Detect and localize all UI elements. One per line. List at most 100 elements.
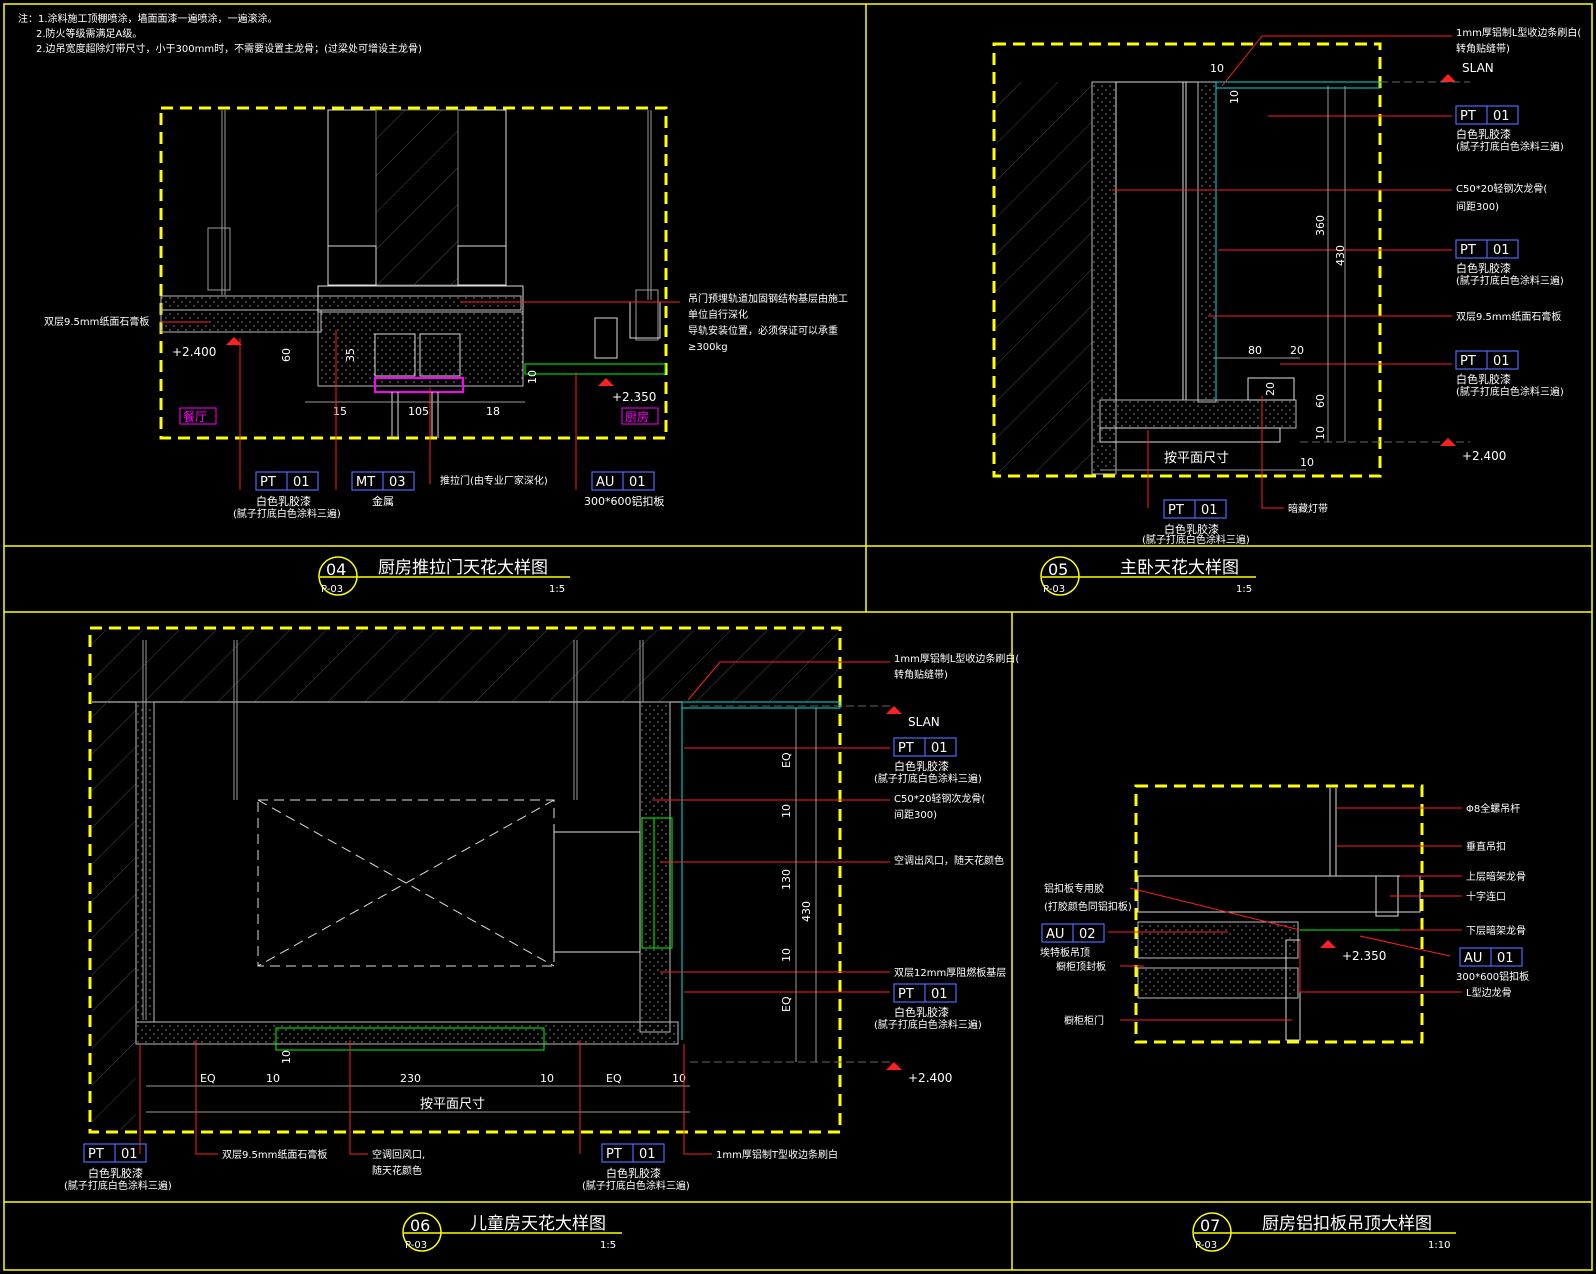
d07-door: 橱柜柜门 — [1064, 1014, 1104, 1027]
d06-keel: 间距300) — [894, 808, 937, 821]
d06-b1-l2: (腻子打底白色涂料三遍) — [64, 1179, 172, 1192]
d07-glue: 铝扣板专用胶 — [1044, 882, 1104, 895]
d06-tag-b-code: PT — [898, 987, 914, 1002]
d05-top-note: 1mm厚铝制L型收边条刷白( — [1456, 26, 1581, 39]
d06-tag-a-code: PT — [898, 741, 914, 756]
detail-07: Φ8全螺吊杆 垂直吊扣 上层暗架龙骨 十字连口 下层暗架龙骨 铝扣板专用胶 (打… — [1040, 784, 1529, 1252]
d07-lkeel: L型边龙骨 — [1466, 986, 1512, 999]
detail-04: 双层9.5mm纸面石膏板 吊门预埋轨道加固钢结构基层由施工 单位自行深化 导轨安… — [44, 106, 848, 596]
d06-dim-v: EQ — [780, 996, 793, 1012]
d06-b2-l1: 白色乳胶漆 — [606, 1166, 661, 1180]
d06-b2-no: 01 — [639, 1147, 656, 1162]
d06-b2-l2: (腻子打底白色涂料三遍) — [582, 1179, 690, 1192]
d05-board: 双层9.5mm纸面石膏板 — [1456, 310, 1561, 323]
d06-top-note: 1mm厚铝制L型收边条刷白( — [894, 652, 1019, 665]
d05-dim: 10 — [1210, 62, 1224, 75]
d04-tag3-l1: 推拉门(由专业厂家深化) — [440, 474, 548, 487]
d06-dim-h: 10 — [280, 1050, 293, 1064]
d05-tag-l2: (腻子打底白色涂料三遍) — [1456, 274, 1564, 287]
d04-tag2-l1: 金属 — [372, 494, 394, 508]
d04-level-1: +2.400 — [172, 345, 216, 359]
d04-dim: 60 — [280, 348, 293, 362]
detail-04-boundary — [159, 106, 668, 440]
d05-tag-l1: 白色乳胶漆 — [1456, 372, 1511, 386]
d04-dim: 35 — [344, 348, 357, 362]
d06-b2-code: PT — [606, 1147, 622, 1162]
d04-tag1-l1: 白色乳胶漆 — [256, 494, 311, 508]
d04-title: 厨房推拉门天花大样图 — [378, 558, 548, 578]
d07-au1-code: AU — [1464, 951, 1482, 966]
d06-slan: SLAN — [908, 715, 940, 729]
d05-dim: 10 — [1314, 426, 1327, 440]
d05-dim: 60 — [1314, 394, 1327, 408]
detail-05: 1mm厚铝制L型收边条刷白( 转角贴缝带) SLAN PT 01 白色乳胶漆 (… — [992, 26, 1581, 596]
d05-bottom-tag-code: PT — [1168, 503, 1184, 518]
d04-dim: 10 — [526, 370, 539, 384]
d04-tag2-no: 03 — [389, 475, 406, 490]
d05-tag-l2: (腻子打底白色涂料三遍) — [1456, 140, 1564, 153]
d06-fire: 双层12mm厚阻燃板基层 — [894, 966, 1006, 979]
d07-au1-no: 01 — [1497, 951, 1514, 966]
d07-glue: (打胶颜色同铝扣板) — [1044, 900, 1132, 913]
d07-right: 十字连口 — [1466, 890, 1506, 903]
d06-b1-code: PT — [88, 1147, 104, 1162]
d05-top-note: 转角贴缝带) — [1456, 42, 1510, 55]
note-line: 2.防火等级需满足A级。 — [36, 27, 142, 40]
d05-tag-l1: 白色乳胶漆 — [1456, 261, 1511, 275]
d06-scale: 1:5 — [600, 1240, 616, 1251]
d06-dim-v: 10 — [780, 804, 793, 818]
d05-dim: 20 — [1264, 382, 1277, 396]
d07-right: 下层暗架龙骨 — [1466, 924, 1526, 937]
d05-light: 暗藏灯带 — [1288, 502, 1328, 515]
d04-sheet: P-03 — [321, 584, 343, 595]
d04-tag4-l1: 300*600铝扣板 — [584, 494, 665, 508]
d05-bottom-tag-no: 01 — [1201, 503, 1218, 518]
d06-tag-a-l2: (腻子打底白色涂料三遍) — [874, 772, 982, 785]
d04-room-left: 餐厅 — [183, 409, 207, 424]
d04-note: 单位自行深化 — [688, 308, 748, 321]
d06-dim-v: 130 — [780, 869, 793, 890]
d07-title: 厨房铝扣板吊顶大样图 — [1262, 1214, 1432, 1234]
d07-number: 07 — [1200, 1216, 1220, 1235]
d05-keel: 间距300) — [1456, 200, 1499, 213]
d06-dim-h: EQ — [200, 1072, 216, 1085]
d04-dim: 18 — [486, 405, 500, 418]
d07-scale: 1:10 — [1428, 1240, 1450, 1251]
d07-au2-no: 02 — [1079, 927, 1096, 942]
d05-sheet: P-03 — [1043, 584, 1065, 595]
d05-plan-size: 按平面尺寸 — [1164, 451, 1229, 466]
d06-tag-b-l2: (腻子打底白色涂料三遍) — [874, 1018, 982, 1031]
detail-05-boundary — [992, 42, 1382, 478]
d07-au2-code: AU — [1046, 927, 1064, 942]
d07-level: +2.350 — [1342, 949, 1386, 963]
d06-dim-v: 10 — [780, 948, 793, 962]
note-line: 2.边吊宽度超除灯带尺寸，小于300mm时，不需要设置主龙骨；(过梁处可增设主龙… — [36, 42, 422, 55]
d04-tag2-code: MT — [356, 475, 375, 490]
d04-note: 导轨安装位置，必须保证可以承重 — [688, 324, 838, 337]
detail-07-boundary — [1134, 784, 1424, 1044]
d04-tag4-code: AU — [596, 475, 614, 490]
d04-board-label: 双层9.5mm纸面石膏板 — [44, 315, 149, 328]
d05-scale: 1:5 — [1236, 584, 1252, 595]
d05-tag-code: PT — [1460, 109, 1476, 124]
d04-number: 04 — [326, 560, 346, 579]
d04-dim: 15 — [333, 405, 347, 418]
d05-dim: 10 — [1300, 456, 1314, 469]
detail-06-boundary — [88, 626, 842, 1134]
d05-tag-code: PT — [1460, 354, 1476, 369]
d06-tag-b-no: 01 — [931, 987, 948, 1002]
d06-tag-a-no: 01 — [931, 741, 948, 756]
d06-b1-no: 01 — [121, 1147, 138, 1162]
d06-dim-h: 230 — [400, 1072, 421, 1085]
d04-tag1-l2: (腻子打底白色涂料三遍) — [233, 507, 341, 520]
d04-tag1-no: 01 — [293, 475, 310, 490]
d04-room-right: 厨房 — [625, 409, 649, 424]
d05-dim: 20 — [1290, 344, 1304, 357]
d06-level: +2.400 — [908, 1071, 952, 1085]
d06-dim-v: EQ — [780, 752, 793, 768]
d07-au2-l2: 橱柜顶封板 — [1056, 960, 1106, 973]
d05-tag-l2: (腻子打底白色涂料三遍) — [1456, 385, 1564, 398]
d05-keel: C50*20轻钢次龙骨( — [1456, 182, 1547, 195]
d05-bottom-tag-l1: 白色乳胶漆 — [1164, 522, 1219, 536]
